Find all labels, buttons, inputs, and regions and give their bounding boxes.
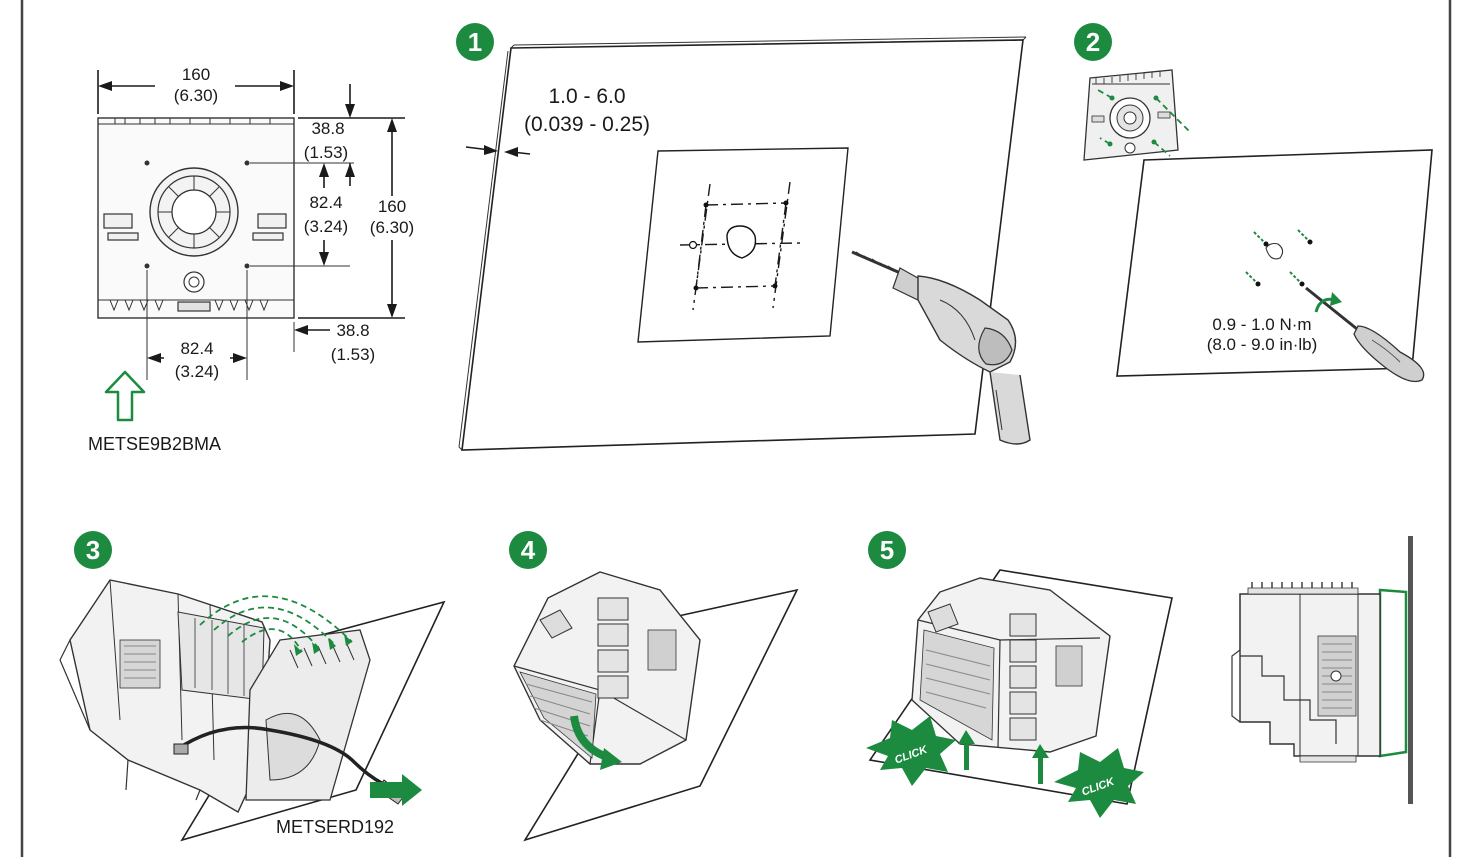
step-3-number: 3 — [86, 535, 100, 565]
module-tilted — [59, 579, 271, 813]
step-4-badge — [509, 531, 547, 569]
module-back-view — [1083, 69, 1191, 161]
dim-hole-v-mm: 82.4 — [309, 193, 342, 212]
side-view — [1231, 536, 1413, 804]
panel-thickness-mm: 1.0 - 6.0 — [548, 85, 625, 108]
up-arrow-icon — [104, 370, 146, 422]
panel-edge — [1408, 536, 1413, 804]
dim-width-in: (6.30) — [174, 86, 218, 105]
cable — [175, 725, 393, 790]
step-1: 1 1.0 - 6.0 (0.039 - 0.25) — [456, 23, 1031, 451]
dim-side-offset-in: (1.53) — [331, 345, 375, 364]
step-3-badge — [74, 531, 112, 569]
step-3: 3 — [59, 531, 446, 842]
dim-top-offset-mm: 38.8 — [311, 119, 344, 138]
center-cutout — [726, 225, 757, 259]
step-1-number: 1 — [468, 27, 482, 57]
module-rotating — [513, 571, 701, 765]
step-4-number: 4 — [521, 535, 536, 565]
dim-height-mm: 160 — [378, 197, 406, 216]
push-up-arrows — [958, 730, 1049, 784]
screwdriver-icon — [1305, 286, 1425, 383]
dim-hole-h-mm: 82.4 — [180, 339, 213, 358]
outer-frame — [20, 0, 1452, 857]
module-label: METSE9B2BMA — [88, 434, 221, 454]
torque-inlb: (8.0 - 9.0 in·lb) — [1207, 335, 1318, 354]
step-5-badge — [868, 531, 906, 569]
cable-label: METSERD192 — [276, 817, 394, 837]
step-5-number: 5 — [880, 535, 894, 565]
alignment-guides — [199, 595, 353, 656]
push-arrow-icon — [370, 774, 422, 806]
panel-thickness-in: (0.039 - 0.25) — [524, 113, 650, 136]
step-2-number: 2 — [1086, 27, 1100, 57]
step-1-badge — [456, 23, 494, 61]
step-4: 4 — [509, 531, 799, 842]
dim-side-offset-mm: 38.8 — [336, 321, 369, 340]
click-burst-left: CLICK — [866, 716, 956, 786]
dim-width-mm: 160 — [182, 65, 210, 84]
dim-hole-h-in: (3.24) — [175, 362, 219, 381]
torque-nm: 0.9 - 1.0 N·m — [1212, 315, 1311, 334]
dim-top-offset-in: (1.53) — [304, 143, 348, 162]
screw-set — [1245, 229, 1313, 287]
step-2-badge — [1074, 23, 1112, 61]
step-2: 2 — [1074, 23, 1433, 383]
dim-hole-v-in: (3.24) — [304, 217, 348, 236]
dim-height-in: (6.30) — [370, 218, 414, 237]
drill-icon — [851, 250, 1031, 445]
module-installed — [911, 577, 1111, 753]
click-burst-right: CLICK — [1054, 748, 1144, 818]
step-5: 5 CLICK CLICK — [866, 531, 1173, 818]
dimension-drawing: 160 (6.30) 160 (6.30) 38.8 (1.53) 82.4 (… — [88, 62, 420, 454]
